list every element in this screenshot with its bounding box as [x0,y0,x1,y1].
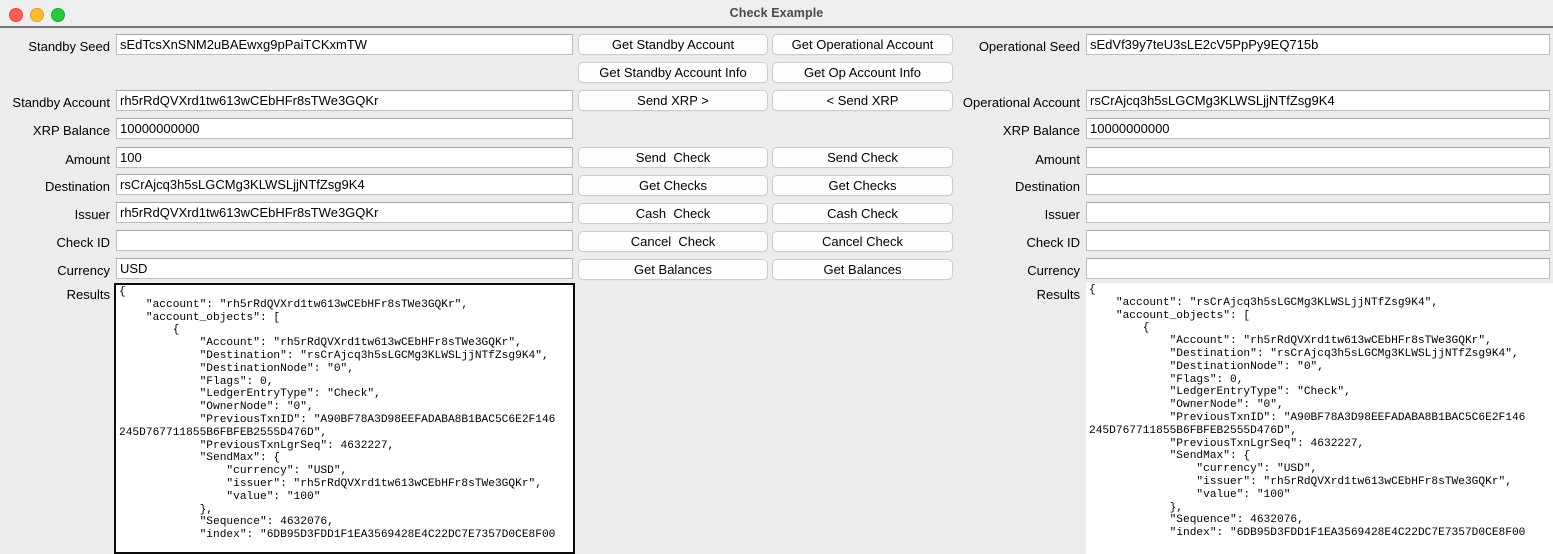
operational-issuer-label: Issuer [1044,207,1080,222]
standby-xrp-balance-label: XRP Balance [32,123,110,138]
standby-currency-label: Currency [57,263,110,278]
operational-send-check-button[interactable]: Send Check [772,147,953,168]
operational-xrp-balance-field[interactable]: 10000000000 [1086,118,1550,139]
window-titlebar: Check Example [0,0,1553,27]
minimize-window-button[interactable] [30,8,44,22]
get-op-account-info-button[interactable]: Get Op Account Info [772,62,953,83]
operational-account-field[interactable]: rsCrAjcq3h5sLGCMg3KLWSLjjNTfZsg9K4 [1086,90,1550,111]
standby-cash-check-button[interactable]: Cash Check [578,203,768,224]
standby-seed-field[interactable]: sEdTcsXnSNM2uBAEwxg9pPaiTCKxmTW [116,34,573,55]
send-xrp-to-standby-button[interactable]: < Send XRP [772,90,953,111]
operational-seed-field[interactable]: sEdVf39y7teU3sLE2cV5PpPy9EQ715b [1086,34,1550,55]
operational-results-label: Results [1036,287,1080,302]
standby-cancel-check-button[interactable]: Cancel Check [578,231,768,252]
operational-amount-field[interactable] [1086,147,1550,168]
operational-cancel-check-button[interactable]: Cancel Check [772,231,953,252]
operational-seed-label: Operational Seed [978,39,1080,54]
operational-get-balances-button[interactable]: Get Balances [772,259,953,280]
operational-destination-field[interactable] [1086,174,1550,195]
standby-xrp-balance-field[interactable]: 10000000000 [116,118,573,139]
standby-amount-label: Amount [65,152,110,167]
get-operational-account-button[interactable]: Get Operational Account [772,34,953,55]
standby-destination-field[interactable]: rsCrAjcq3h5sLGCMg3KLWSLjjNTfZsg9K4 [116,174,573,195]
standby-issuer-label: Issuer [74,207,110,222]
operational-check-id-label: Check ID [1026,235,1080,250]
standby-currency-field[interactable]: USD [116,258,573,279]
standby-results-textarea[interactable]: { "account": "rh5rRdQVXrd1tw613wCEbHFr8s… [114,283,575,554]
operational-currency-label: Currency [1027,263,1080,278]
send-xrp-to-operational-button[interactable]: Send XRP > [578,90,768,111]
operational-xrp-balance-label: XRP Balance [1002,123,1080,138]
standby-amount-field[interactable]: 100 [116,147,573,168]
standby-results-label: Results [66,287,110,302]
standby-account-field[interactable]: rh5rRdQVXrd1tw613wCEbHFr8sTWe3GQKr [116,90,573,111]
operational-get-checks-button[interactable]: Get Checks [772,175,953,196]
main-content: Standby Seed sEdTcsXnSNM2uBAEwxg9pPaiTCK… [0,28,1553,554]
operational-amount-label: Amount [1035,152,1080,167]
standby-check-id-field[interactable] [116,230,573,251]
standby-send-check-button[interactable]: Send Check [578,147,768,168]
standby-destination-label: Destination [44,179,110,194]
operational-issuer-field[interactable] [1086,202,1550,223]
standby-check-id-label: Check ID [56,235,110,250]
standby-get-balances-button[interactable]: Get Balances [578,259,768,280]
operational-account-label: Operational Account [962,95,1080,110]
close-window-button[interactable] [9,8,23,22]
operational-results-textarea[interactable]: { "account": "rsCrAjcq3h5sLGCMg3KLWSLjjN… [1086,283,1553,554]
standby-seed-label: Standby Seed [28,39,110,54]
operational-destination-label: Destination [1014,179,1080,194]
get-standby-account-button[interactable]: Get Standby Account [578,34,768,55]
titlebar-separator [0,26,1553,28]
operational-currency-field[interactable] [1086,258,1550,279]
window-title: Check Example [729,6,824,20]
standby-get-checks-button[interactable]: Get Checks [578,175,768,196]
maximize-window-button[interactable] [51,8,65,22]
standby-issuer-field[interactable]: rh5rRdQVXrd1tw613wCEbHFr8sTWe3GQKr [116,202,573,223]
standby-account-label: Standby Account [12,95,110,110]
get-standby-account-info-button[interactable]: Get Standby Account Info [578,62,768,83]
operational-cash-check-button[interactable]: Cash Check [772,203,953,224]
operational-check-id-field[interactable] [1086,230,1550,251]
